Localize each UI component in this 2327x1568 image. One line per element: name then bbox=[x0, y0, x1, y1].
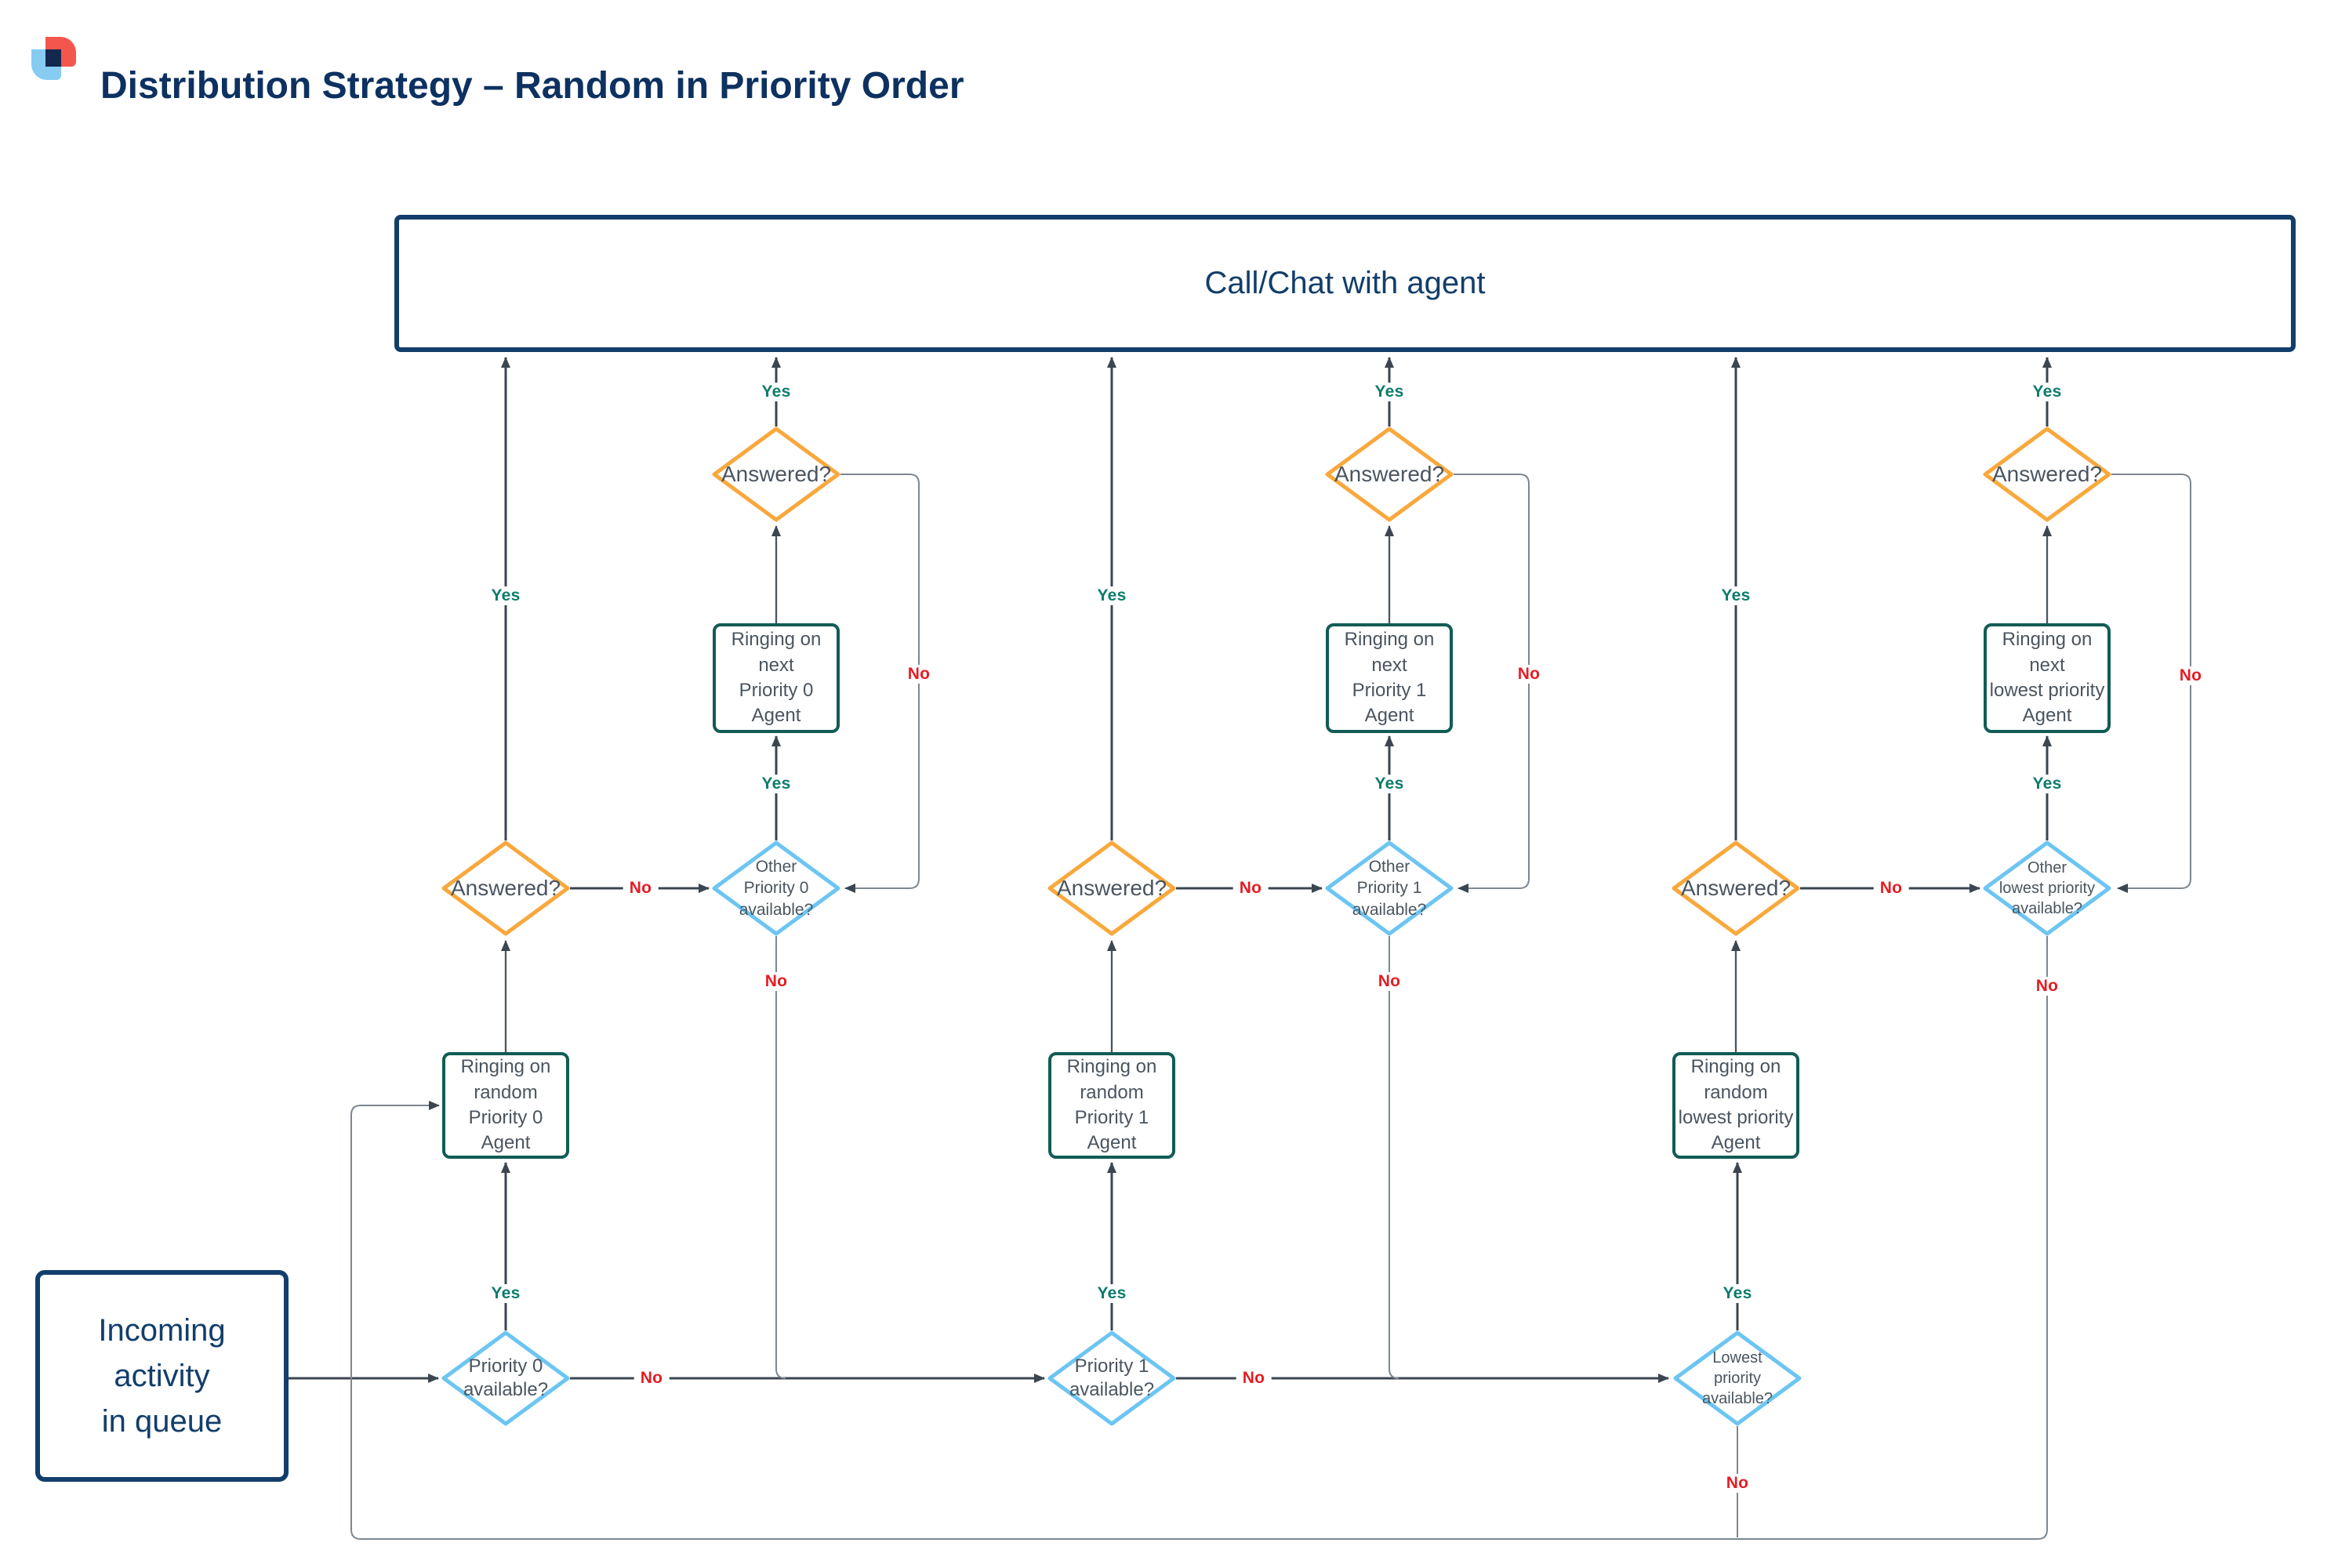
edge-label-yes: Yes bbox=[1368, 775, 1410, 793]
ringing-to-answered-connectors bbox=[501, 525, 2052, 1052]
edge-label-yes: Yes bbox=[1091, 586, 1133, 605]
edge-label-no: No bbox=[1371, 972, 1407, 991]
edge-label-no: No bbox=[623, 879, 659, 898]
edge-label-yes: Yes bbox=[1715, 586, 1757, 605]
edge-label-yes: Yes bbox=[485, 586, 527, 605]
edge-label-no: No bbox=[1873, 879, 1909, 898]
decision-label: Answered? bbox=[1334, 462, 1445, 487]
edge-label-no: No bbox=[901, 665, 937, 684]
decision-answered-retry-priority1: Answered? bbox=[1325, 426, 1454, 522]
decision-label: Other Priority 0 available? bbox=[739, 858, 814, 919]
brand-logo bbox=[31, 37, 76, 80]
process-ringing-random-lowest: Ringing on random lowest priority Agent bbox=[1672, 1052, 1799, 1159]
decision-label: Answered? bbox=[1991, 462, 2103, 487]
edge-label-yes: Yes bbox=[2026, 383, 2068, 401]
logo-overlap-shape bbox=[45, 49, 61, 67]
decision-answered-retry-priority0: Answered? bbox=[712, 426, 840, 522]
edge-label-no: No bbox=[633, 1369, 670, 1388]
edge-label-yes: Yes bbox=[2026, 775, 2068, 793]
decision-other-priority0-available: Other Priority 0 available? bbox=[712, 840, 840, 936]
edge-label-no: No bbox=[1719, 1474, 1755, 1493]
decision-label: Other lowest priority available? bbox=[1998, 859, 2096, 917]
decision-label: Answered? bbox=[721, 462, 832, 487]
decision-answered-priority0: Answered? bbox=[441, 840, 570, 936]
decision-label: Answered? bbox=[450, 876, 561, 901]
decision-answered-lowest: Answered? bbox=[1672, 840, 1800, 936]
page-title: Distribution Strategy – Random in Priori… bbox=[100, 65, 964, 107]
edge-label-no: No bbox=[1236, 1369, 1272, 1388]
decision-priority1-available: Priority 1 available? bbox=[1047, 1330, 1176, 1426]
edge-label-yes: Yes bbox=[485, 1284, 527, 1303]
decision-other-priority1-available: Other Priority 1 available? bbox=[1325, 840, 1454, 936]
decision-label: Other Priority 1 available? bbox=[1352, 858, 1427, 919]
edge-label-no: No bbox=[2173, 666, 2209, 685]
edge-label-no: No bbox=[1232, 879, 1269, 898]
decision-label: Lowest priority available? bbox=[1701, 1349, 1773, 1407]
call-chat-with-agent-box: Call/Chat with agent bbox=[394, 215, 2296, 352]
decision-other-lowest-available: Other lowest priority available? bbox=[1983, 840, 2111, 936]
decision-answered-retry-lowest: Answered? bbox=[1983, 426, 2111, 522]
decision-label: Priority 1 available? bbox=[1069, 1356, 1155, 1400]
edge-label-no: No bbox=[758, 972, 794, 991]
edge-label-yes: Yes bbox=[1091, 1284, 1133, 1303]
process-ringing-random-priority0: Ringing on random Priority 0 Agent bbox=[442, 1052, 569, 1159]
edge-label-yes: Yes bbox=[1368, 383, 1410, 401]
decision-answered-priority1: Answered? bbox=[1047, 840, 1176, 936]
decision-label: Answered? bbox=[1680, 876, 1792, 901]
process-ringing-next-priority0: Ringing on next Priority 0 Agent bbox=[713, 623, 840, 733]
decision-lowest-priority-available: Lowest priority available? bbox=[1673, 1330, 1802, 1426]
process-ringing-random-priority1: Ringing on random Priority 1 Agent bbox=[1048, 1052, 1175, 1159]
process-ringing-next-priority1: Ringing on next Priority 1 Agent bbox=[1326, 623, 1453, 733]
edge-label-yes: Yes bbox=[755, 383, 797, 401]
edge-label-yes: Yes bbox=[755, 775, 797, 793]
edge-label-no: No bbox=[2029, 977, 2065, 996]
decision-priority0-available: Priority 0 available? bbox=[441, 1330, 570, 1426]
edge-label-yes: Yes bbox=[1716, 1284, 1759, 1303]
edge-label-no: No bbox=[1511, 665, 1547, 684]
process-ringing-next-lowest: Ringing on next lowest priority Agent bbox=[1984, 623, 2111, 733]
decision-label: Priority 0 available? bbox=[463, 1356, 549, 1400]
decision-label: Answered? bbox=[1056, 876, 1167, 901]
incoming-activity-box: Incoming activity in queue bbox=[35, 1270, 289, 1482]
